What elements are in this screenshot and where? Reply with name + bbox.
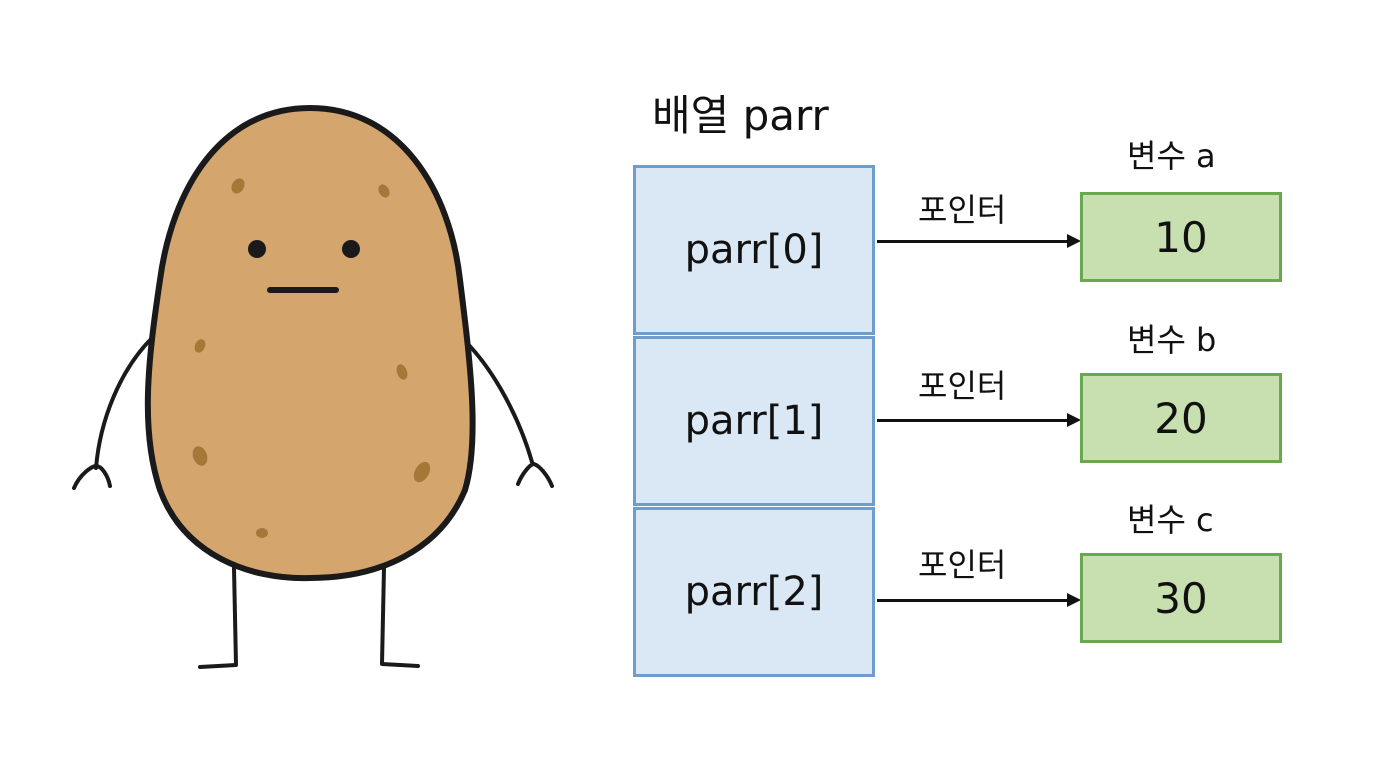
pointer-arrow-0 xyxy=(877,234,1081,248)
potato-body xyxy=(144,104,476,582)
array-parr: parr[0] parr[1] parr[2] xyxy=(633,165,875,679)
left-eye xyxy=(248,240,266,258)
arrow-line xyxy=(877,419,1067,422)
pointer-label-0: 포인터 xyxy=(918,191,1007,229)
right-hand xyxy=(516,461,554,488)
pointer-arrow-1 xyxy=(877,413,1081,427)
array-cell-0: parr[0] xyxy=(633,165,875,335)
variable-box-c: 30 xyxy=(1080,553,1282,643)
right-leg xyxy=(380,566,420,668)
left-arm xyxy=(94,336,154,470)
potato-character-illustration xyxy=(72,104,554,669)
variable-label-a: 변수 a xyxy=(1127,137,1216,175)
pointer-label-1: 포인터 xyxy=(918,367,1007,405)
pointer-label-2: 포인터 xyxy=(918,546,1007,584)
pointer-arrow-2 xyxy=(877,593,1081,607)
variable-label-b: 변수 b xyxy=(1127,321,1217,359)
left-hand xyxy=(72,463,112,490)
left-leg xyxy=(198,566,238,669)
variable-label-c: 변수 c xyxy=(1127,501,1214,539)
arrow-head-icon xyxy=(1067,413,1081,427)
right-arm xyxy=(460,336,534,464)
array-cell-1: parr[1] xyxy=(633,336,875,506)
arrow-head-icon xyxy=(1067,234,1081,248)
array-title: 배열 parr xyxy=(652,91,829,140)
arrow-line xyxy=(877,240,1067,243)
variable-box-b: 20 xyxy=(1080,373,1282,463)
arrow-head-icon xyxy=(1067,593,1081,607)
variable-box-a: 10 xyxy=(1080,192,1282,282)
right-eye xyxy=(342,240,360,258)
array-cell-2: parr[2] xyxy=(633,507,875,677)
arrow-line xyxy=(877,599,1067,602)
